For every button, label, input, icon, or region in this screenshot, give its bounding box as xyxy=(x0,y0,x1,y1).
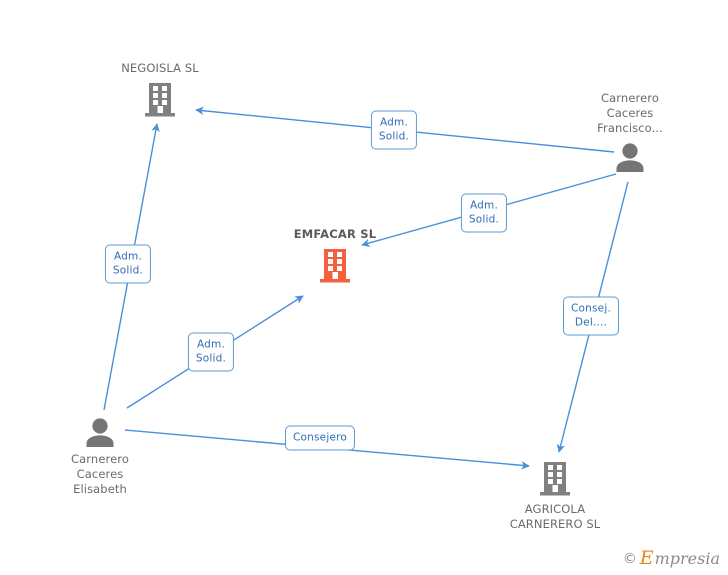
person-icon xyxy=(86,418,114,447)
node-label-elisabeth: Carnerero Caceres Elisabeth xyxy=(71,452,129,496)
building-icon xyxy=(320,249,350,283)
node-label-francisco: Carnerero Caceres Francisco... xyxy=(597,91,663,135)
node-negoisla[interactable]: NEGOISLA SL xyxy=(80,61,240,118)
edge-label-elisabeth-emfacar[interactable]: Adm. Solid. xyxy=(187,332,235,372)
edge-label-francisco-agricola[interactable]: Consej. Del.... xyxy=(563,296,619,336)
node-label-emfacar: EMFACAR SL xyxy=(293,227,377,241)
node-elisabeth[interactable]: Carnerero Caceres Elisabeth xyxy=(20,417,180,497)
edge-label-francisco-negoisla[interactable]: Adm. Solid. xyxy=(370,110,418,150)
building-icon xyxy=(540,462,570,496)
node-emfacar[interactable]: EMFACAR SL xyxy=(255,227,415,284)
copyright-symbol: © xyxy=(622,550,637,567)
node-label-negoisla: NEGOISLA SL xyxy=(121,61,199,75)
person-icon xyxy=(616,143,644,172)
edge-label-elisabeth-negoisla[interactable]: Adm. Solid. xyxy=(104,244,152,284)
edge-label-elisabeth-agricola[interactable]: Consejero xyxy=(284,425,356,451)
node-francisco[interactable]: Carnerero Caceres Francisco... xyxy=(550,91,710,172)
brand-initial: E xyxy=(639,547,654,569)
brand-name: mpresia xyxy=(654,548,720,568)
node-label-agricola: AGRICOLA CARNERERO SL xyxy=(509,502,601,531)
empresia-watermark: © E mpresia xyxy=(623,549,720,568)
node-agricola[interactable]: AGRICOLA CARNERERO SL xyxy=(475,461,635,532)
building-icon xyxy=(145,83,175,117)
edge-label-francisco-emfacar[interactable]: Adm. Solid. xyxy=(460,193,508,233)
